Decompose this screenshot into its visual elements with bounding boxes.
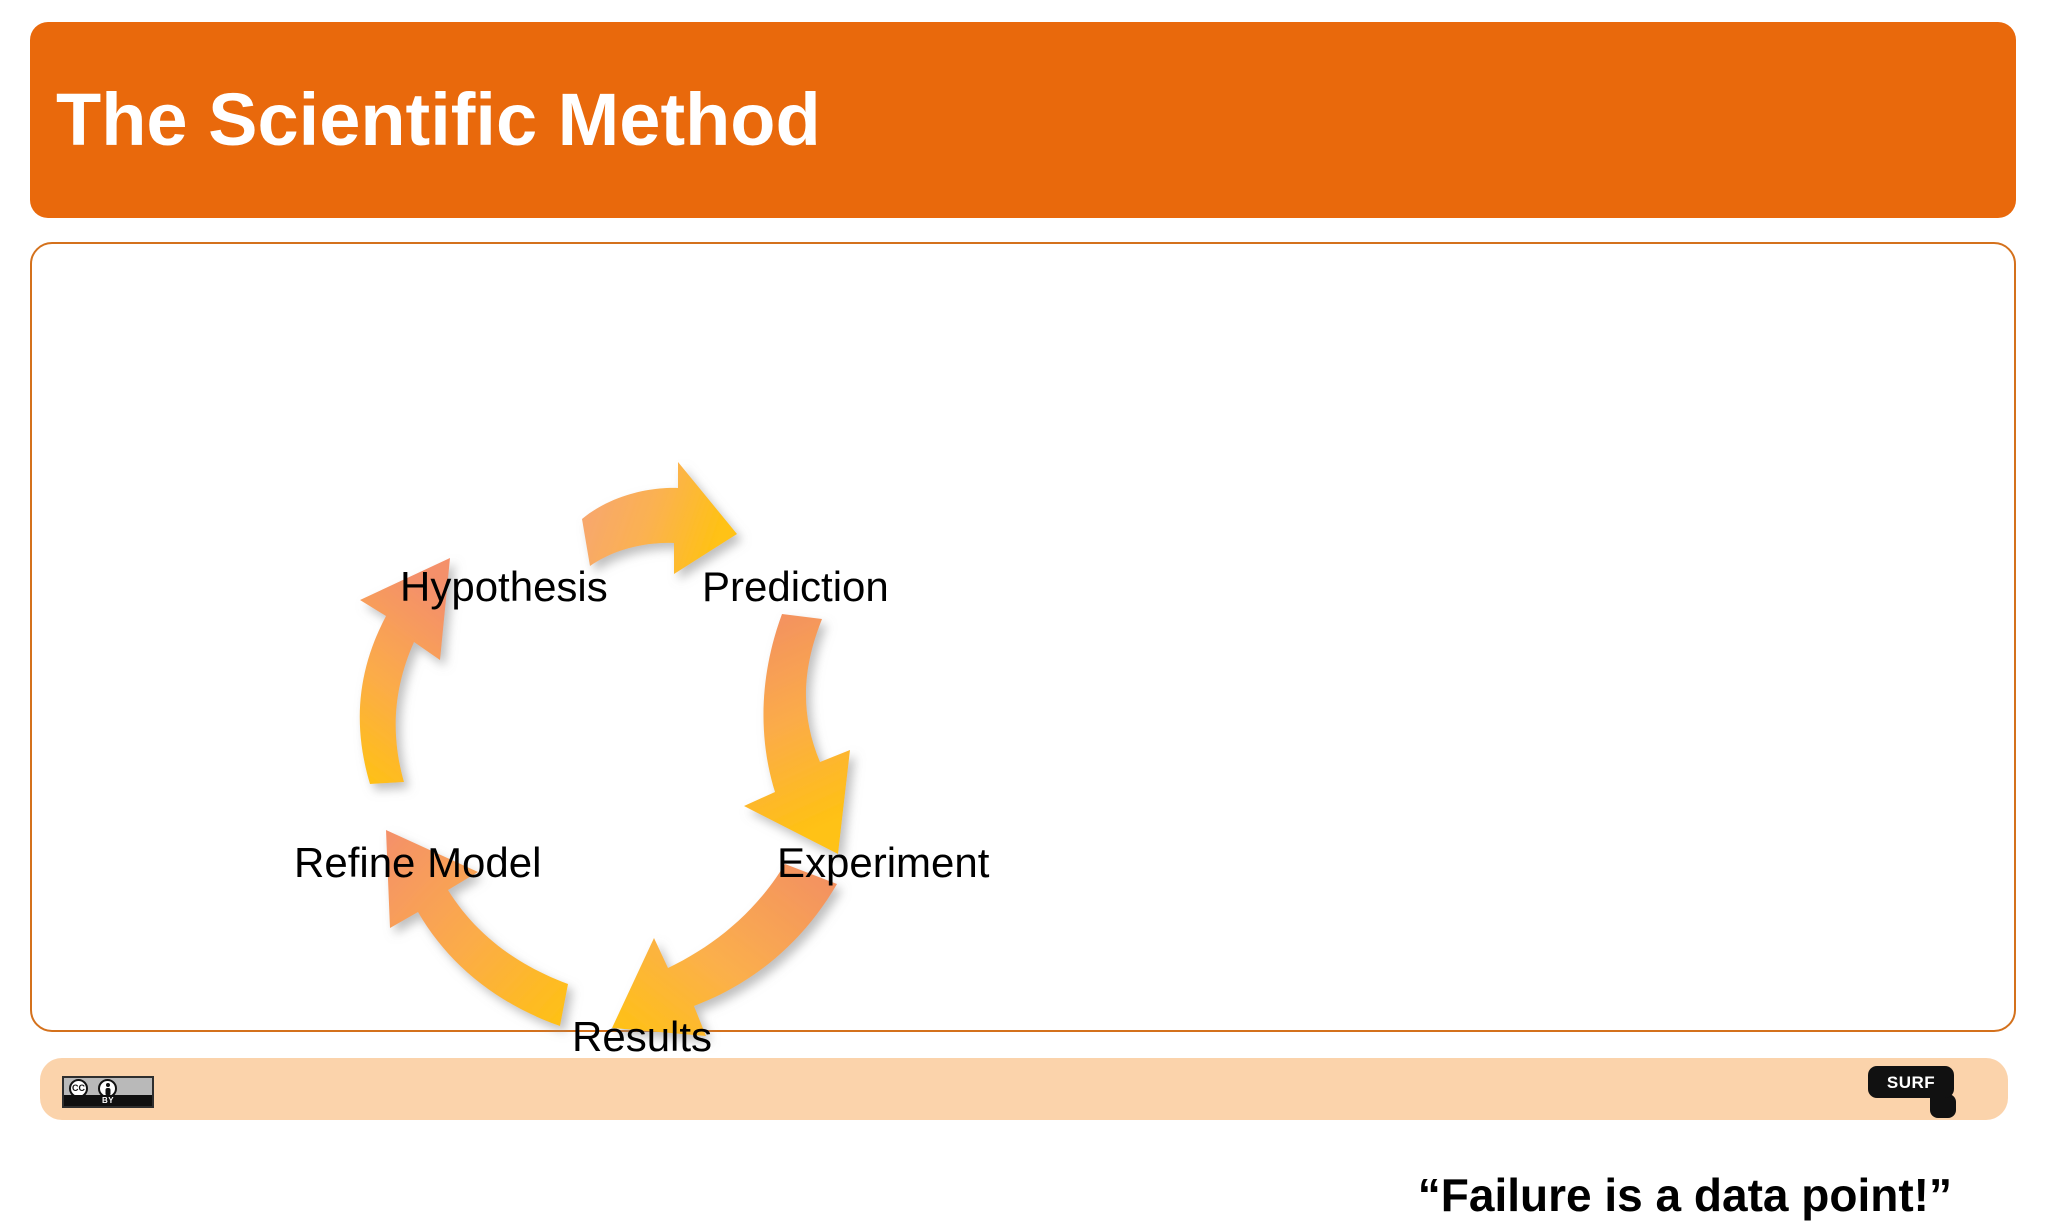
cycle-label-experiment: Experiment [777, 839, 990, 886]
footer-bar: CC BY SURF [40, 1058, 2008, 1120]
arrow-refine-to-hypothesis [359, 558, 450, 784]
cycle-label-results: Results [572, 1013, 713, 1060]
cc-badge-icons: CC [64, 1078, 152, 1098]
title-bar: The Scientific Method [30, 22, 2016, 218]
page-title: The Scientific Method [56, 78, 821, 161]
surf-logo-dot [1930, 1094, 1956, 1118]
surf-logo-text: SURF [1886, 1072, 1936, 1092]
scientific-method-cycle: Hypothesis Prediction Experiment Results… [282, 244, 1182, 1058]
cycle-label-refine-model: Refine Model [294, 839, 542, 886]
cycle-label-prediction: Prediction [702, 563, 889, 610]
content-panel: Hypothesis Prediction Experiment Results… [30, 242, 2016, 1218]
attribution-person-icon [98, 1078, 117, 1098]
surf-logo: SURF [1868, 1064, 1980, 1120]
slide: The Scientific Method [30, 22, 2016, 1218]
quote-text: “Failure is a data point!” [1417, 1169, 1952, 1221]
cc-by-license-badge[interactable]: CC BY [62, 1076, 154, 1108]
cycle-label-hypothesis: Hypothesis [400, 563, 608, 610]
arrow-experiment-to-results [612, 864, 837, 1036]
arrow-prediction-to-experiment [744, 614, 850, 854]
arrow-hypothesis-to-prediction [582, 462, 737, 574]
surf-logo-plate: SURF [1868, 1066, 1954, 1098]
arrow-results-to-refine [386, 830, 568, 1026]
cc-badge-by-label: BY [64, 1095, 152, 1106]
cycle-arrows-svg [359, 462, 850, 1036]
